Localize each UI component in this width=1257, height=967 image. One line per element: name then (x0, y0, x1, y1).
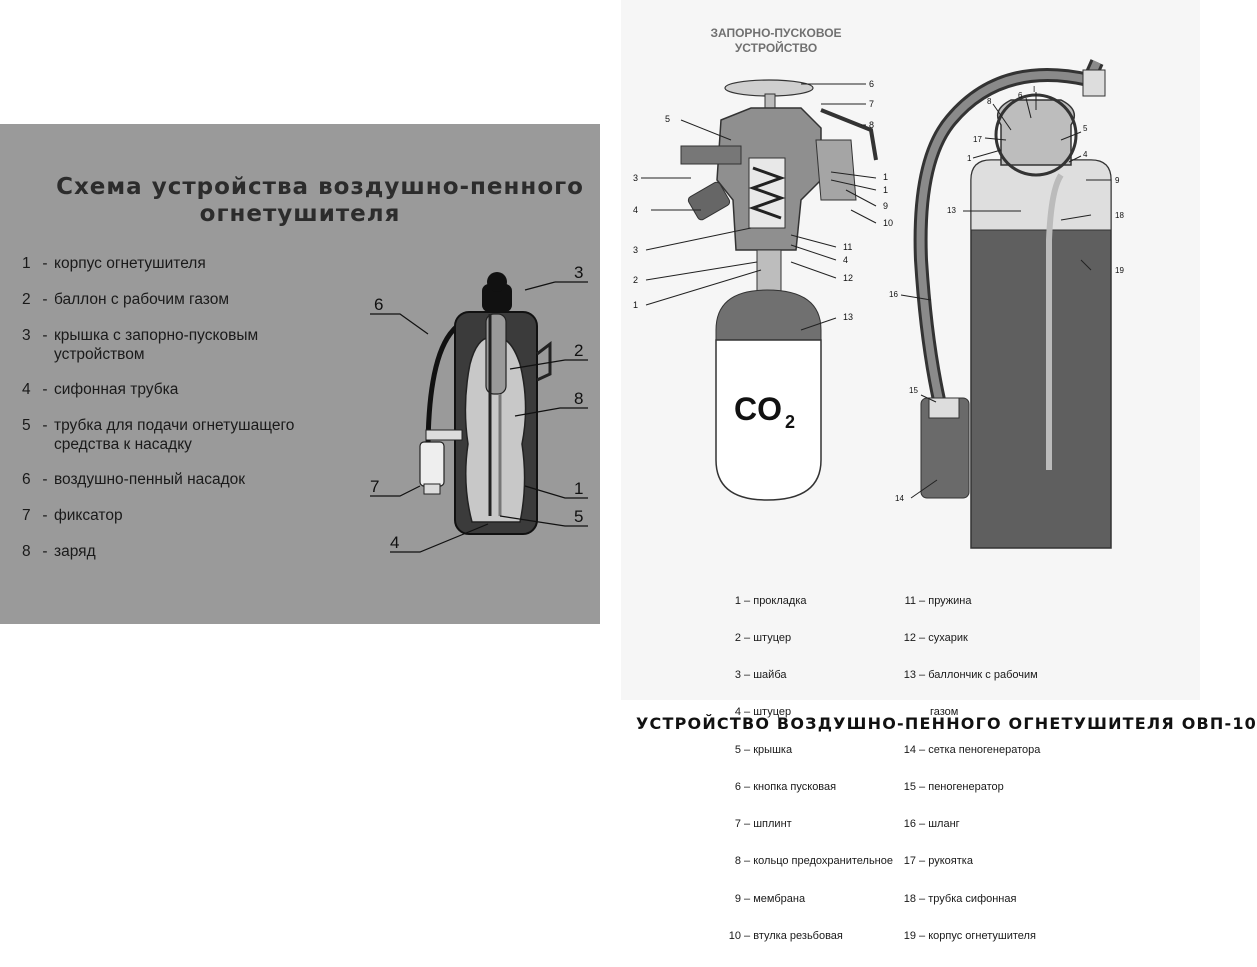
legend-item: 3 – шайба (734, 669, 787, 682)
svg-text:I: I (1033, 85, 1035, 94)
nozzle-shape (419, 441, 445, 487)
handle-shape (536, 340, 552, 382)
legend-item: 4 – штуцер (734, 706, 792, 719)
svg-text:1: 1 (633, 300, 638, 310)
cap-knob-shape (487, 272, 507, 292)
right-device-panel: ЗАПОРНО-ПУСКОВОЕ УСТРОЙСТВО CO 2 (621, 0, 1200, 942)
legend-item: 18 – трубка сифонная (903, 892, 1017, 905)
legend-item: 10 – втулка резьбовая (728, 929, 843, 942)
legend-item: 11 – пружина (904, 594, 972, 607)
co2-subscript: 2 (785, 412, 795, 432)
legend-item: 16 – шланг (903, 818, 960, 831)
co2-label: CO (734, 391, 782, 427)
legend-item: 13 – баллончик с рабочим (903, 669, 1038, 682)
legend-item: 8 – кольцо предохранительное (734, 855, 893, 868)
co2-cylinder-shape (715, 339, 822, 501)
callout-5: 5 (574, 507, 583, 526)
right-legend-col1: 1 – прокладка 2 – штуцер 3 – шайба 4 – ш… (721, 570, 893, 967)
svg-text:1: 1 (967, 154, 972, 163)
legend-item: 1-корпус огнетушителя (22, 255, 206, 272)
legend-item: 17 – рукоятка (903, 855, 973, 868)
valve-callout-lines (641, 83, 877, 331)
callout-6: 6 (374, 295, 383, 314)
legend-item: 14 – сетка пеногенератора (903, 743, 1041, 756)
svg-text:5: 5 (665, 114, 670, 124)
callout-8: 8 (574, 389, 583, 408)
cap-shape (482, 284, 512, 312)
legend-item: 5 – крышка (734, 743, 793, 756)
svg-text:18: 18 (1115, 211, 1124, 220)
svg-text:15: 15 (909, 386, 918, 395)
siphon-tube-shape (1046, 173, 1064, 470)
left-title-line1: Схема устройства воздушно-пенного (56, 174, 584, 200)
legend-item: 2 – штуцер (734, 632, 792, 645)
legend-item: 7 – шплинт (734, 818, 792, 831)
valve-callouts: 6 7 8 5 3 1 1 4 9 10 3 11 4 2 12 1 13 (633, 79, 893, 322)
valve-title: ЗАПОРНО-ПУСКОВОЕ УСТРОЙСТВО (710, 26, 842, 55)
legend-item: 2-баллон с рабочим газом (22, 291, 230, 308)
svg-text:6: 6 (869, 79, 874, 89)
svg-text:6: 6 (1018, 91, 1023, 100)
legend-item: 6 – кнопка пусковая (734, 780, 837, 793)
svg-text:11: 11 (843, 242, 852, 252)
legend-item: 4-сифонная трубка (22, 381, 179, 398)
left-scheme-panel: Схема устройства воздушно-пенного огнету… (0, 124, 600, 624)
body-callouts: 8 6 I 17 5 1 4 9 13 18 19 16 15 14 (889, 85, 1124, 503)
svg-text:19: 19 (1115, 266, 1124, 275)
svg-text:1: 1 (883, 172, 888, 182)
svg-text:2: 2 (633, 275, 638, 285)
extinguisher-scheme-drawing: 6 3 2 8 1 5 4 7 (370, 263, 588, 553)
legend-item: 1 – прокладка (734, 594, 807, 607)
legend-item: 7-фиксатор (22, 507, 123, 524)
legend-item: 9 – мембрана (734, 892, 806, 905)
cap-shape (996, 99, 1076, 166)
svg-text:4: 4 (633, 205, 638, 215)
left-title: Схема устройства воздушно-пенного огнету… (0, 174, 600, 228)
legend-item: 8-заряд (22, 543, 96, 560)
svg-text:13: 13 (947, 206, 956, 215)
svg-text:13: 13 (843, 312, 853, 322)
legend-item: 15 – пеногенератор (903, 780, 1004, 793)
svg-text:4: 4 (1083, 150, 1088, 159)
body-callout-lines (900, 92, 1111, 499)
svg-text:3: 3 (633, 245, 638, 255)
svg-text:9: 9 (1115, 176, 1120, 185)
callout-3: 3 (574, 263, 583, 282)
callout-lines (370, 281, 588, 553)
callout-7: 7 (370, 477, 379, 496)
svg-text:8: 8 (987, 97, 992, 106)
svg-text:14: 14 (895, 494, 904, 503)
callout-4: 4 (390, 533, 399, 552)
callout-1: 1 (574, 479, 583, 498)
svg-text:10: 10 (883, 218, 893, 228)
svg-text:12: 12 (843, 273, 853, 283)
left-title-line2: огнетушителя (199, 201, 401, 227)
ovp10-device-drawing: CO 2 6 7 8 5 3 1 (633, 59, 1124, 549)
svg-text:8: 8 (869, 120, 874, 130)
legend-item: 6-воздушно-пенный насадок (22, 471, 246, 488)
svg-text:5: 5 (1083, 124, 1088, 133)
right-legend-col2: 11 – пружина 12 – сухарик 13 – баллончик… (896, 570, 1041, 967)
legend-item: 12 – сухарик (903, 632, 968, 645)
nozzle-tip-shape (423, 483, 441, 495)
figure-caption: УСТРОЙСТВО ВОЗДУШНО-ПЕННОГО ОГНЕТУШИТЕЛЯ… (636, 714, 1257, 733)
legend-item-cont: газом (930, 706, 959, 719)
nozzle-pipe-shape (425, 429, 463, 441)
svg-text:1: 1 (883, 185, 888, 195)
svg-text:9: 9 (883, 201, 888, 211)
legend-item: 19 – корпус огнетушителя (903, 929, 1036, 942)
valve-assembly-shape (680, 79, 878, 341)
hose-fitting-shape (1082, 69, 1106, 97)
svg-text:16: 16 (889, 290, 898, 299)
callout-2: 2 (574, 341, 583, 360)
svg-text:4: 4 (843, 255, 848, 265)
svg-text:17: 17 (973, 135, 982, 144)
svg-text:3: 3 (633, 173, 638, 183)
svg-text:7: 7 (869, 99, 874, 109)
